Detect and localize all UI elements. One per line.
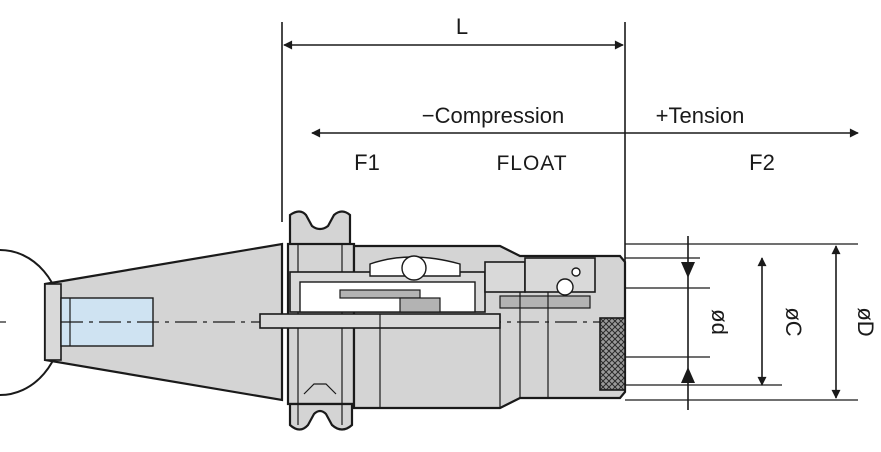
compression-label: −Compression — [422, 103, 564, 128]
retention-pin — [571, 267, 581, 277]
float-sleeve — [399, 297, 441, 313]
dim-dia-D-large-label: øD — [853, 307, 878, 336]
f2-label: F2 — [749, 150, 775, 175]
f1-label: F1 — [354, 150, 380, 175]
dim-dia-C-label: øC — [781, 307, 806, 336]
knurled-collet-nut — [599, 317, 626, 391]
retention-ball — [556, 278, 574, 296]
flange-top — [288, 210, 352, 247]
float-label: FLOAT — [496, 152, 567, 175]
spring-seat — [339, 289, 421, 299]
shaft-bushing — [499, 295, 591, 309]
drive-key-slot — [303, 383, 337, 395]
dim-dia-d-small-arrow-bottom — [681, 367, 695, 383]
flange-bottom — [288, 402, 354, 431]
dim-l-label: L — [456, 14, 468, 39]
dim-dia-d-small-label: ød — [707, 309, 732, 335]
collar-left — [484, 261, 526, 293]
dim-dia-d-small-arrow-top — [681, 262, 695, 278]
shank-end-face — [44, 283, 62, 361]
tension-label: +Tension — [656, 103, 745, 128]
drive-ball — [401, 255, 427, 281]
